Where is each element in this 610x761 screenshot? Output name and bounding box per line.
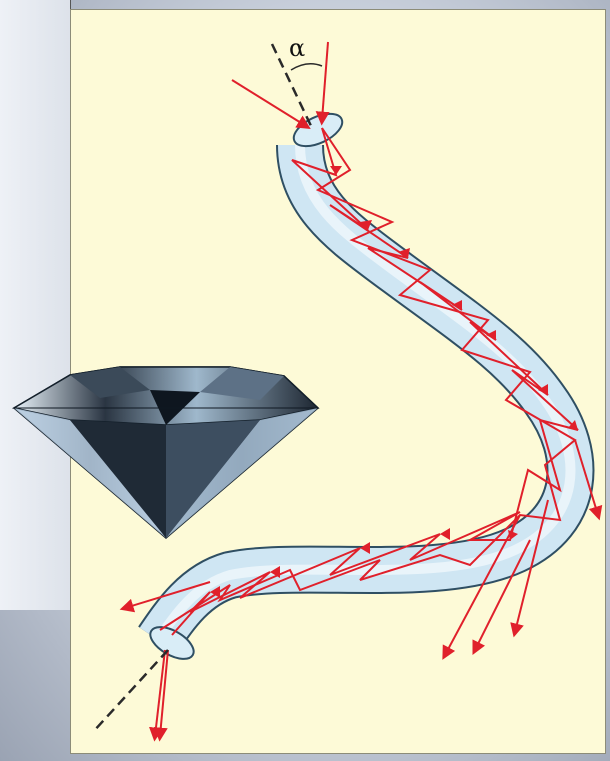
light-ray-icon bbox=[322, 42, 328, 120]
light-ray-icon bbox=[232, 80, 306, 126]
angle-alpha-label: α bbox=[289, 34, 305, 62]
diamond-icon bbox=[14, 367, 318, 538]
entry-rays bbox=[232, 42, 328, 128]
angle-arc bbox=[291, 64, 322, 70]
